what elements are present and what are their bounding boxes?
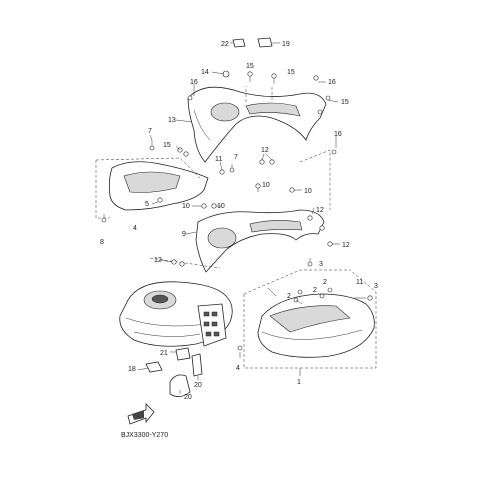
callout-1: 1 [297, 379, 301, 386]
callout-18: 18 [128, 366, 136, 373]
callout-19: 20 [194, 382, 202, 389]
callout-17: 19 [282, 41, 290, 48]
diagram-code: BJX3300-Y270 [121, 432, 168, 439]
callout-6: 5 [145, 201, 149, 208]
callout-2-c: 2 [313, 287, 317, 294]
callout-5: 4 [133, 225, 137, 232]
callout-12-b: 12 [316, 207, 324, 214]
forward-arrow-icon [127, 403, 155, 425]
callout-3-b: 3 [374, 283, 378, 290]
callout-20: 20 [184, 394, 192, 401]
part-22-pad [232, 38, 246, 48]
part-20-pad [169, 374, 191, 397]
callout-9: 9 [182, 231, 186, 238]
callout-10-b: 10 [304, 188, 312, 195]
callout-15-c: 15 [341, 99, 349, 106]
part-1-tank-cover [257, 293, 375, 358]
callout-10-d: 10 [217, 203, 225, 210]
callout-labels: 22 19 14 15 15 16 16 15 13 16 7 15 11 7 … [100, 41, 378, 401]
callout-16-a: 16 [190, 79, 198, 86]
part-9-middle-cover [195, 209, 325, 273]
part-19-pad [191, 353, 203, 377]
callout-15-b: 15 [287, 69, 295, 76]
callout-12-d: 12 [154, 257, 162, 264]
callout-2-a: 2 [287, 293, 291, 300]
fastener-group [101, 70, 373, 358]
callout-15-d: 15 [163, 142, 171, 149]
callout-7-a: 7 [148, 128, 152, 135]
callout-14: 14 [201, 69, 209, 76]
fuel-tank [119, 281, 233, 347]
callout-4: 4 [236, 365, 240, 372]
callout-11-a: 11 [215, 156, 222, 163]
part-5-side-cover [108, 161, 209, 211]
callout-22: 22 [221, 41, 229, 48]
callout-16-b: 16 [328, 79, 336, 86]
callout-11-b: 11 [356, 279, 363, 286]
callout-13: 13 [168, 117, 176, 124]
part-21-clip [175, 347, 191, 361]
callout-10-c: 10 [182, 203, 190, 210]
callout-12-a: 12 [261, 147, 269, 154]
callout-16-c: 16 [334, 131, 342, 138]
callout-21: 21 [160, 350, 168, 357]
callout-15-a: 15 [246, 63, 254, 70]
callout-7-b: 7 [234, 154, 238, 161]
callout-12-c: 12 [342, 242, 350, 249]
callout-10-a: 10 [262, 182, 270, 189]
leader-lines [137, 71, 366, 394]
part-18-pad [145, 361, 163, 373]
part-13-upper-cover [187, 86, 327, 163]
callout-3: 3 [319, 261, 323, 268]
part-17-pad [257, 37, 273, 48]
callout-8: 8 [100, 239, 104, 246]
callout-2-b: 2 [323, 279, 327, 286]
